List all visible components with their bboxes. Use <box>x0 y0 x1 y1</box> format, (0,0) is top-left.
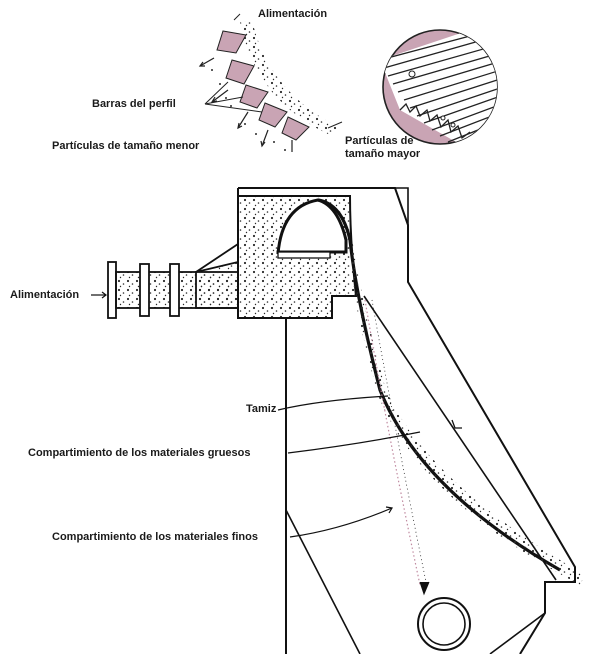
fines-outlet-pipe <box>418 598 470 650</box>
profile-bars-detail <box>200 14 342 152</box>
fine-compartment-label: Compartimiento de los materiales finos <box>52 531 258 544</box>
profile-bars-label: Barras del perfil <box>92 98 176 111</box>
larger-particles-label: Partículas de tamaño mayor <box>345 135 433 161</box>
screen-label: Tamiz <box>246 403 276 416</box>
feed-inlet-pipe <box>108 244 238 318</box>
coarse-compartment-label: Compartimiento de los materiales gruesos <box>28 447 251 460</box>
coarse-material-stream <box>346 238 585 585</box>
profile-bars <box>217 31 309 140</box>
smaller-particles-label: Partículas de tamaño menor <box>52 140 199 153</box>
top-feed-label: Alimentación <box>258 8 327 21</box>
magnified-screen-detail <box>380 20 520 150</box>
sieve-bend-machine <box>108 188 585 654</box>
main-feed-label: Alimentación <box>10 289 79 302</box>
